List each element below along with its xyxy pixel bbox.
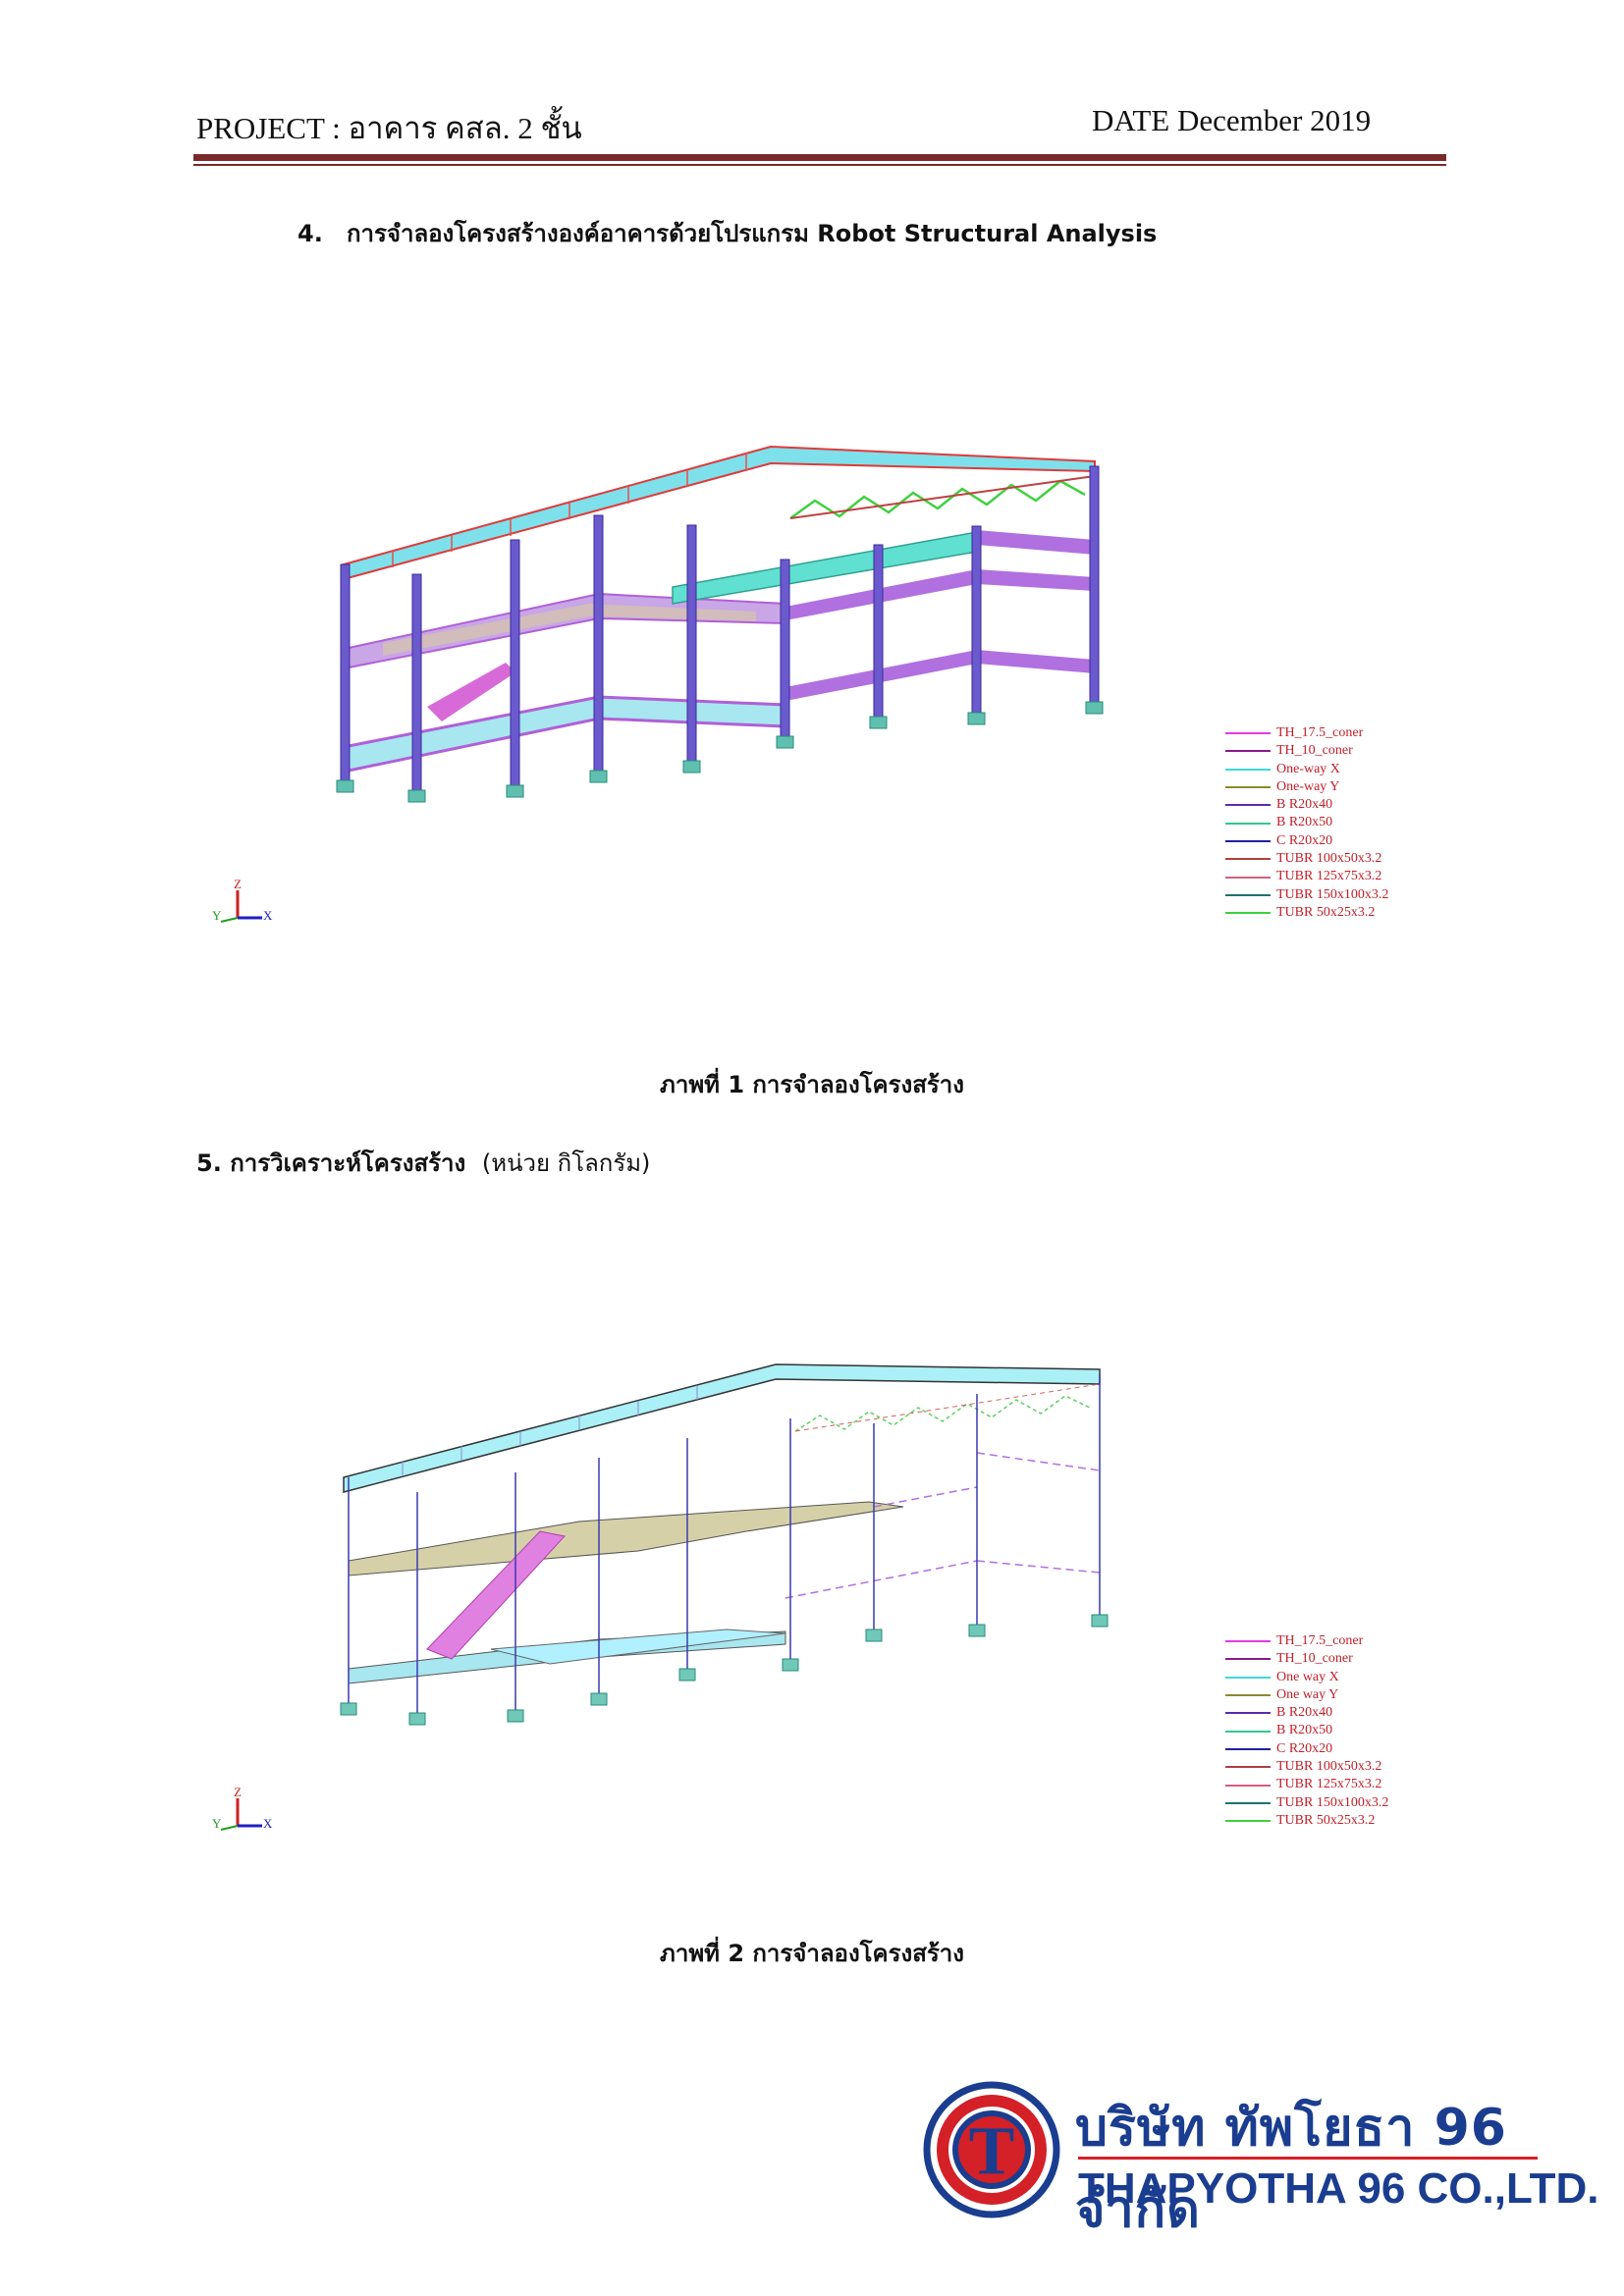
legend-swatch [1225,1801,1271,1804]
legend-swatch [1225,1820,1271,1823]
legend-entry: C R20x20 [1225,1740,1388,1758]
legend-entry: TUBR 50x25x3.2 [1225,904,1388,922]
axis-x-label-2: X [263,1816,273,1831]
legend-swatch [1225,1747,1271,1750]
section-4-heading: 4. การจำลองโครงสร้างองค์อาคารด้วยโปรแกรม … [298,214,1157,252]
legend-swatch [1225,1658,1271,1661]
header-rule [193,154,1446,161]
axis-triad-icon-2 [220,1798,262,1831]
legend-swatch [1225,1676,1271,1679]
legend-label: TUBR 100x50x3.2 [1276,1759,1382,1775]
legend-label: TUBR 50x25x3.2 [1276,904,1376,920]
legend-entry: TH_10_coner [1225,1650,1388,1668]
legend-entry: One-way Y [1225,778,1388,796]
legend-entry: TUBR 150x100x3.2 [1225,1794,1388,1812]
legend-swatch [1225,822,1271,825]
legend-label: TUBR 150x100x3.2 [1276,1794,1389,1810]
legend-label: C R20x20 [1276,1740,1333,1756]
section-5-title: การวิเคราะห์โครงสร้าง [230,1149,466,1177]
legend-swatch [1225,1730,1271,1733]
legend-swatch [1225,1712,1271,1715]
legend-entry: B R20x50 [1225,814,1388,831]
logo-letter: T [969,2113,1015,2189]
company-logo-mark: T [923,2081,1060,2218]
legend-entry: B R20x50 [1225,1722,1388,1739]
legend-swatch [1225,839,1271,842]
legend-swatch [1225,1694,1271,1697]
header-rule-thin [193,164,1446,166]
legend-label: One-way X [1276,761,1340,776]
section-4-number: 4. [298,220,323,247]
axis-y-label-2: Y [212,1816,222,1831]
legend-label: B R20x40 [1276,797,1333,813]
legend-label: One way Y [1276,1686,1339,1702]
legend-label: TH_10_coner [1276,1651,1353,1667]
legend-swatch [1225,804,1271,807]
axis-y-label: Y [212,908,222,923]
legend-swatch [1225,912,1271,915]
axis-triad-icon [220,890,262,923]
legend-entry: C R20x20 [1225,832,1388,850]
legend-swatch [1225,786,1271,789]
structure-model-figure-1 [336,445,1104,803]
legend-label: TUBR 125x75x3.2 [1276,869,1382,884]
legend-label: One way X [1276,1669,1339,1684]
legend-label: TUBR 50x25x3.2 [1276,1812,1376,1828]
legend-label: TUBR 150x100x3.2 [1276,886,1389,902]
legend-swatch [1225,1640,1271,1643]
legend-entry: TUBR 150x100x3.2 [1225,886,1388,904]
legend-label: One-way Y [1276,778,1340,794]
legend-swatch [1225,1784,1271,1787]
legend-swatch [1225,876,1271,879]
legend-entry: One way Y [1225,1686,1388,1704]
project-header: PROJECT : อาคาร คสล. 2 ชั้น [196,111,582,145]
axis-z-label-2: Z [234,1785,242,1799]
legend-entry: TUBR 100x50x3.2 [1225,850,1388,868]
legend-entry: TH_17.5_coner [1225,724,1388,742]
legend-entry: One-way X [1225,761,1388,778]
figure-2-caption: ภาพที่ 2 การจำลองโครงสร้าง [660,1940,964,1967]
legend-entry: TH_10_coner [1225,742,1388,760]
legend-swatch [1225,858,1271,861]
section-5-heading: 5. การวิเคราะห์โครงสร้าง (หน่วย กิโลกรัม… [196,1144,650,1182]
legend-label: C R20x20 [1276,832,1333,848]
legend-swatch [1225,732,1271,735]
company-name-english: THAPYOTHA 96 CO.,LTD. [1078,2164,1599,2213]
legend-swatch [1225,750,1271,753]
legend-entry: TUBR 50x25x3.2 [1225,1812,1388,1830]
legend-swatch [1225,1766,1271,1769]
legend-label: B R20x50 [1276,815,1333,830]
legend-entry: TUBR 100x50x3.2 [1225,1758,1388,1776]
legend-entry: B R20x40 [1225,1704,1388,1722]
legend-entry: One way X [1225,1669,1388,1686]
company-name-thai: บริษัท ทัพโยธา 96 จำกัด [1075,2099,1507,2239]
legend-swatch [1225,893,1271,896]
section-4-title: การจำลองโครงสร้างองค์อาคารด้วยโปรแกรม Ro… [347,220,1158,247]
legend-label: TH_17.5_coner [1276,725,1364,740]
structure-model-figure-2 [340,1363,1109,1726]
legend-label: TUBR 100x50x3.2 [1276,851,1382,867]
section-5-number: 5. [196,1149,222,1177]
figure-1-caption: ภาพที่ 1 การจำลองโครงสร้าง [660,1071,964,1098]
legend-label: B R20x50 [1276,1723,1333,1738]
legend-entry: TH_17.5_coner [1225,1632,1388,1650]
legend-entry: B R20x40 [1225,796,1388,814]
axis-z-label: Z [234,877,242,891]
section-5-unit: (หน่วย กิโลกรัม) [481,1149,651,1177]
legend-entry: TUBR 125x75x3.2 [1225,1776,1388,1793]
logo-divider [1078,2157,1538,2160]
axis-x-label: X [263,908,273,923]
legend-label: B R20x40 [1276,1705,1333,1721]
legend-swatch [1225,768,1271,771]
legend-label: TH_10_coner [1276,743,1353,759]
legend-entry: TUBR 125x75x3.2 [1225,868,1388,885]
legend-label: TUBR 125x75x3.2 [1276,1777,1382,1792]
legend-label: TH_17.5_coner [1276,1633,1364,1648]
date-header: DATE December 2019 [1092,103,1372,137]
